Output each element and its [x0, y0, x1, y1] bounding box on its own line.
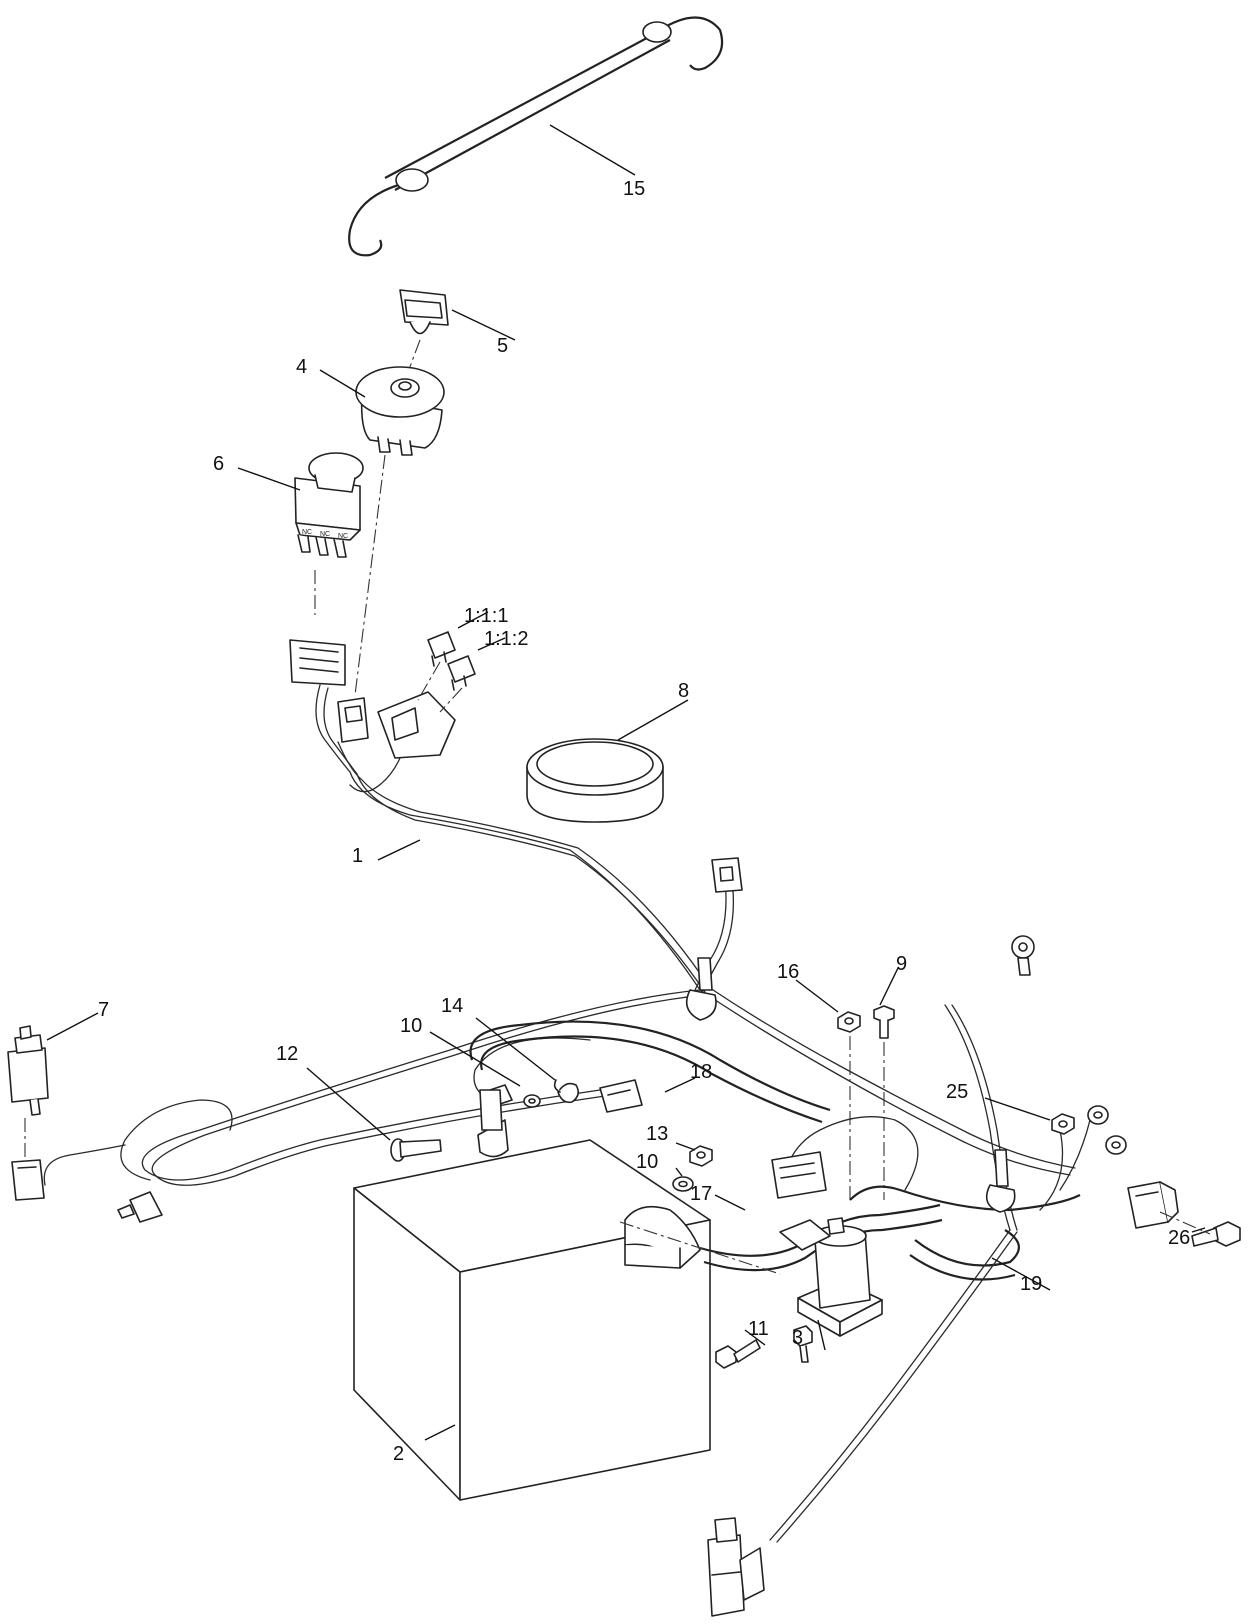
ring-terminal-top	[1011, 935, 1035, 976]
pto-switch: NC NC NC	[294, 452, 364, 558]
fuse-1	[427, 631, 456, 667]
callout-6: 6	[213, 453, 224, 475]
callout-18: 18	[690, 1061, 712, 1083]
callout-3: 3	[792, 1327, 803, 1349]
washer-10-bottom	[672, 1176, 694, 1192]
solenoid-bracket	[779, 1219, 831, 1251]
callout-10-top: 10	[400, 1015, 422, 1037]
washer-10-top	[523, 1094, 541, 1108]
callout-17: 17	[690, 1183, 712, 1205]
fuse-holder	[377, 691, 456, 759]
harness-plug-left	[117, 1191, 163, 1223]
callout-2: 2	[393, 1443, 404, 1465]
ignition-guide-line	[354, 454, 386, 696]
nut-16	[837, 1011, 861, 1033]
switch-connector	[289, 639, 346, 686]
harness-plug-right	[1127, 1181, 1179, 1229]
seat-switch	[7, 1025, 49, 1116]
positive-cable	[624, 1203, 943, 1272]
callout-19: 19	[1020, 1273, 1042, 1295]
negative-cable	[469, 1020, 831, 1158]
callout-14: 14	[441, 995, 463, 1017]
bolt-11-a	[715, 1339, 761, 1369]
bolt-11-b	[793, 1325, 813, 1363]
ring-terminal-right	[1105, 1135, 1127, 1155]
bungee-strap	[348, 16, 724, 257]
fuse-2	[447, 655, 476, 691]
battery	[353, 1139, 711, 1501]
callout-7: 7	[98, 999, 109, 1021]
callout-13: 13	[646, 1123, 668, 1145]
harness-connector-mid	[599, 1079, 643, 1113]
leader-lines	[46, 124, 1206, 1441]
callout-1-1-2: 1:1:2	[484, 628, 528, 650]
bolt-12	[390, 1138, 442, 1162]
switch-mark-3: NC	[338, 533, 348, 540]
battery-bolt-guide	[619, 1221, 781, 1275]
starter-solenoid	[797, 1217, 883, 1337]
ground-cable	[849, 1185, 1081, 1281]
ignition-connector	[337, 697, 369, 743]
nut-13	[689, 1145, 713, 1167]
callout-26: 26	[1168, 1227, 1190, 1249]
harness-clip-right	[985, 1149, 1016, 1213]
fuse-guide-line	[417, 661, 463, 713]
callout-12: 12	[276, 1043, 298, 1065]
callout-4: 4	[296, 356, 307, 378]
nut-25	[1051, 1113, 1075, 1135]
callout-1-1-1: 1:1:1	[464, 605, 508, 627]
callout-9: 9	[896, 953, 907, 975]
callout-8: 8	[678, 680, 689, 702]
seat-switch-plug	[11, 1159, 45, 1201]
switch-mark-2: NC	[320, 531, 330, 538]
ring-terminal-mid	[1087, 1105, 1109, 1125]
rubber-cap	[526, 738, 664, 823]
wing-nut-14	[553, 1079, 580, 1104]
callout-10-bottom: 10	[636, 1151, 658, 1173]
callout-5: 5	[497, 335, 508, 357]
bolt-26	[1191, 1221, 1241, 1247]
callout-11: 11	[748, 1318, 769, 1340]
ignition-switch	[355, 366, 445, 456]
harness-clip-top	[685, 957, 717, 1021]
switch-mark-1: NC	[302, 529, 312, 536]
harness-plug-center	[771, 1151, 827, 1199]
callout-25: 25	[946, 1081, 968, 1103]
interlock-switch	[707, 1517, 765, 1617]
callout-15: 15	[623, 178, 645, 200]
plug-bolt-guide	[1159, 1211, 1211, 1235]
bolt-9	[873, 1005, 895, 1039]
callout-1: 1	[352, 845, 363, 867]
ignition-key	[399, 289, 449, 335]
callout-16: 16	[777, 961, 799, 983]
harness-plug-top	[711, 857, 743, 893]
